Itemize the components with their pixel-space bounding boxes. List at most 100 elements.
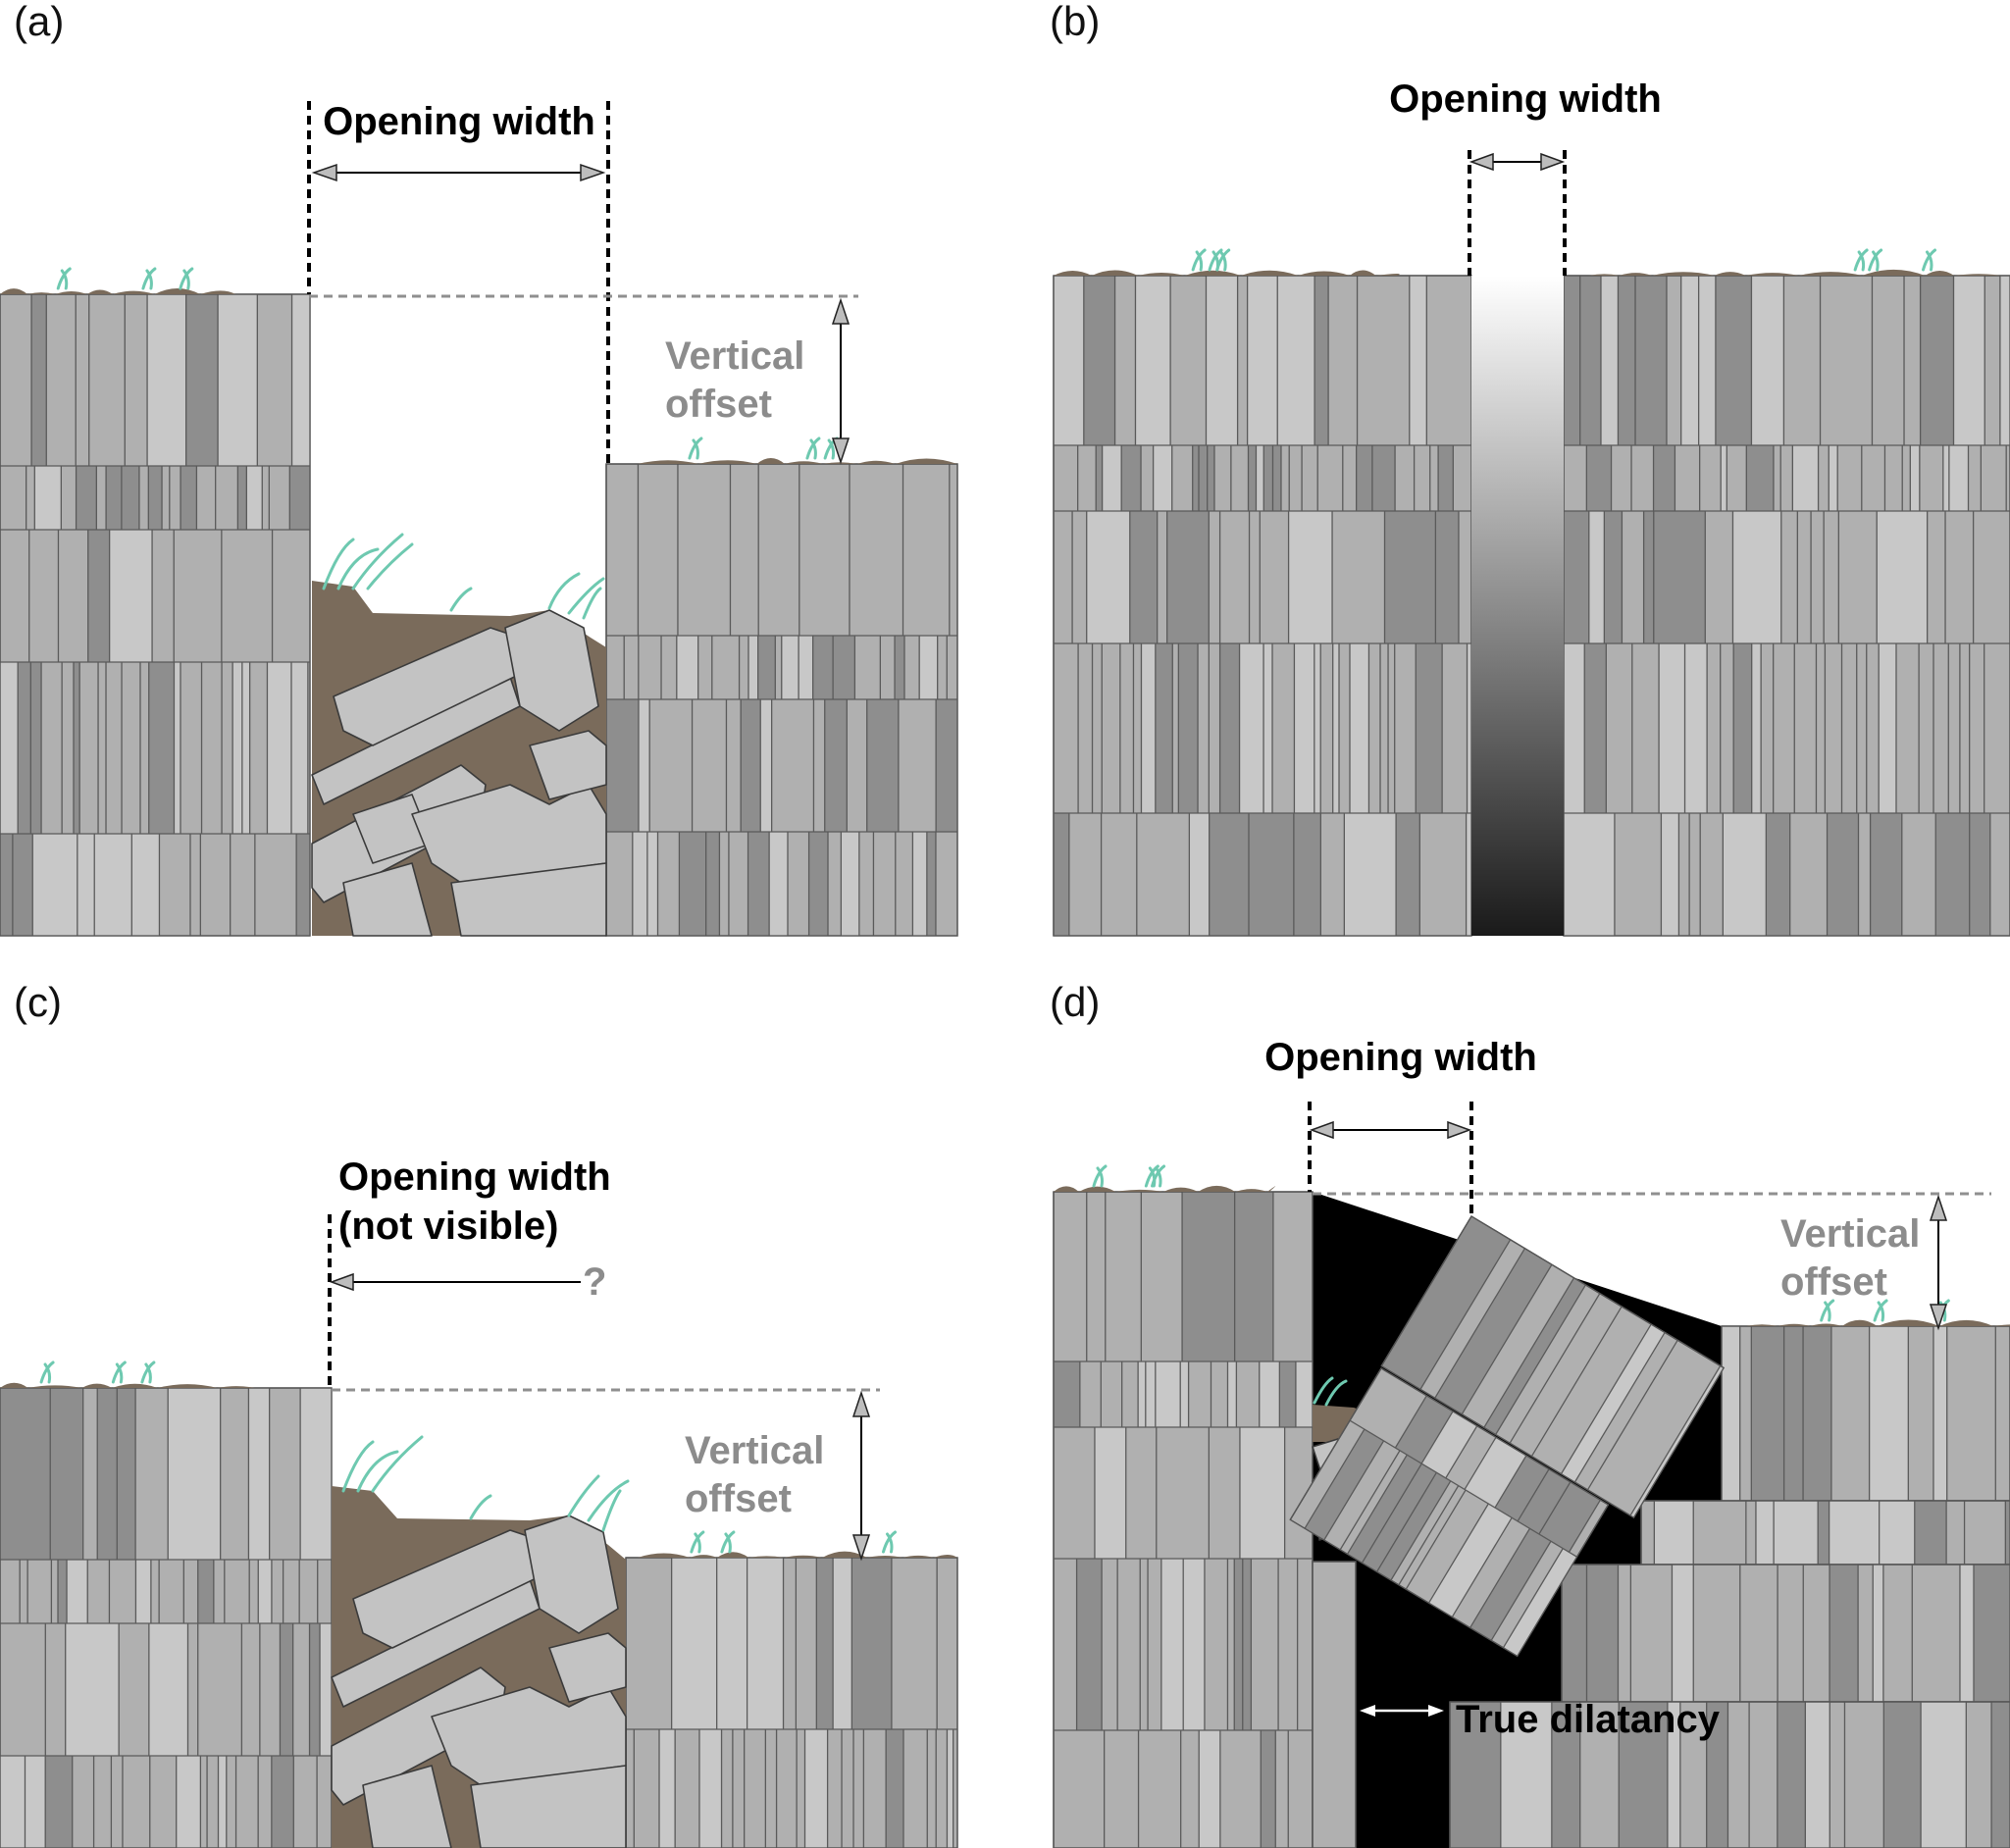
panel-c-left-cliff xyxy=(0,1360,333,1848)
column-joint xyxy=(1199,1730,1220,1848)
column-joint xyxy=(1667,1702,1680,1848)
column-joint xyxy=(1450,1702,1501,1848)
grass-tuft xyxy=(1313,1376,1348,1407)
column-joint xyxy=(816,1558,834,1729)
arrow-head xyxy=(311,163,337,182)
panel-d: (d) Opening width Vertical off xyxy=(1050,979,2010,1848)
column-joint xyxy=(747,832,770,936)
column-joint xyxy=(841,832,859,936)
grass-tuft xyxy=(141,267,157,290)
rock-outline xyxy=(1380,1215,1726,1518)
column-joint xyxy=(698,1729,722,1848)
column-fragment xyxy=(548,1632,627,1703)
column-joint xyxy=(176,1756,201,1848)
column-joint xyxy=(1935,813,1970,936)
joint-line xyxy=(1586,1339,1678,1491)
column-fragment xyxy=(450,862,607,937)
column-joint xyxy=(676,636,698,699)
column-joint xyxy=(1672,1565,1694,1702)
column-joint xyxy=(232,662,242,834)
column-joint xyxy=(97,1388,118,1560)
column-joint xyxy=(1356,445,1372,511)
soil-cap xyxy=(0,1382,255,1388)
joint-line xyxy=(1461,1263,1553,1415)
column-joint xyxy=(2005,1501,2010,1565)
arrow-head xyxy=(1469,152,1494,172)
arrow-head xyxy=(831,437,850,465)
panel-c-right-cliff xyxy=(625,1530,958,1848)
grass-tuft xyxy=(1868,248,1883,272)
column-joint xyxy=(174,662,180,834)
column-joint xyxy=(1654,1501,1694,1565)
column-joint xyxy=(1263,445,1273,511)
soil-cap xyxy=(1746,1319,2010,1326)
grass-tuft xyxy=(805,436,821,460)
column-joint xyxy=(1653,445,1675,511)
column-joint xyxy=(1421,1411,1477,1478)
column-joint xyxy=(1684,643,1708,813)
column-joint xyxy=(248,1388,270,1560)
column-joint xyxy=(1659,643,1685,813)
column-fragment xyxy=(431,1686,627,1786)
column-joint xyxy=(1141,643,1156,813)
column-joint xyxy=(148,1623,188,1756)
column-joint xyxy=(741,699,761,832)
column-joint xyxy=(1877,511,1928,643)
column-joint xyxy=(1395,1395,1454,1464)
column-joint xyxy=(1766,813,1790,936)
column-joint xyxy=(1829,445,1838,511)
column-joint xyxy=(147,294,186,466)
panel-c-question-mark: ? xyxy=(583,1260,606,1304)
column-joint xyxy=(1715,276,1752,445)
joint-line xyxy=(1304,1428,1366,1529)
column-joint xyxy=(267,662,292,834)
column-joint xyxy=(833,636,855,699)
column-joint xyxy=(0,1756,26,1848)
column-joint xyxy=(1371,445,1396,511)
column-joint xyxy=(638,699,650,832)
column-joint xyxy=(1381,1216,1511,1390)
joint-line xyxy=(1483,1277,1575,1428)
column-joint xyxy=(241,662,250,834)
column-joint xyxy=(895,636,904,699)
column-joint xyxy=(705,832,720,936)
joint-line xyxy=(1346,1454,1408,1555)
column-joint xyxy=(886,1729,903,1848)
column-joint xyxy=(1438,445,1454,511)
column-joint xyxy=(1969,813,1990,936)
column-joint xyxy=(76,466,97,530)
soil-cap xyxy=(1054,270,1400,276)
grass-tuft xyxy=(1092,1164,1108,1188)
column-fragment xyxy=(362,1765,452,1848)
column-joint xyxy=(1180,1361,1189,1427)
column-joint xyxy=(1234,1559,1243,1730)
column-joint xyxy=(851,1558,892,1729)
column-joint xyxy=(291,662,308,834)
panel-a-label: (a) xyxy=(14,0,64,44)
column-joint xyxy=(606,699,639,832)
column-joint xyxy=(65,1623,120,1756)
column-joint xyxy=(289,466,310,530)
column-joint xyxy=(1469,1528,1551,1641)
column-joint xyxy=(1914,1501,1947,1565)
grass-tuft xyxy=(56,267,72,290)
column-joint xyxy=(812,636,834,699)
column-joint xyxy=(646,832,658,936)
column-joint xyxy=(1259,1361,1280,1427)
grass-tuft xyxy=(341,1435,424,1493)
column-joint xyxy=(1999,276,2010,445)
column-joint xyxy=(31,294,47,466)
column-joint xyxy=(1096,445,1103,511)
column-joint xyxy=(185,294,219,466)
column-joint xyxy=(1178,643,1199,813)
column-joint xyxy=(45,1756,73,1848)
column-joint xyxy=(1630,1365,1725,1518)
column-joint xyxy=(1588,511,1605,643)
arrow-head xyxy=(851,1390,871,1417)
column-joint xyxy=(757,636,776,699)
grass-tuft xyxy=(140,1360,156,1384)
panel-a-offset-label: offset xyxy=(665,383,772,426)
column-joint xyxy=(18,662,31,834)
column-joint xyxy=(1619,1702,1668,1848)
soil-cap xyxy=(1054,1185,1276,1192)
